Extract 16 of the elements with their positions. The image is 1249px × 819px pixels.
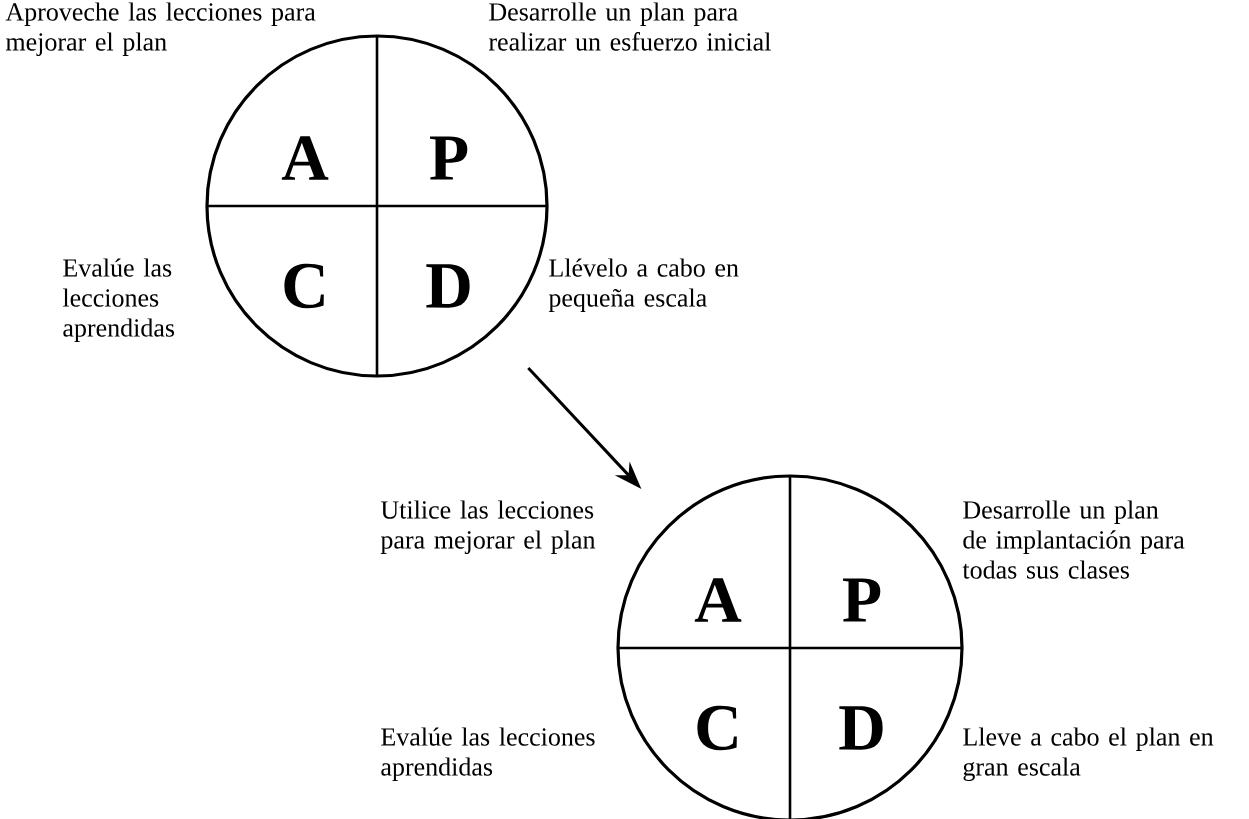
step-description: Desarrolle un plan de implantación para todas sus clases	[962, 500, 1185, 579]
step-description: Desarrolle un plan para realizar un esfuerzo inicial	[488, 2, 771, 51]
quadrant-letter: D	[426, 264, 470, 308]
step-description: Lleve a cabo el plan en gran escala	[963, 727, 1214, 782]
quadrant-letter: P	[843, 578, 881, 622]
quadrant-letter: C	[697, 705, 737, 751]
quadrant-letter: A	[694, 578, 742, 622]
step-description: Evalúe las lecciones aprendidas	[381, 727, 595, 781]
step-description: Aproveche las lecciones para mejorar el plan	[5, 2, 316, 56]
step-description: Utilice las lecciones para mejorar el plan	[380, 500, 596, 554]
quadrant-letter: A	[281, 136, 329, 180]
quadrant-letter: P	[430, 136, 468, 180]
quadrant-letter: D	[839, 706, 883, 750]
step-description: Evalúe las lecciones aprendidas	[62, 258, 175, 342]
step-description: Llévelo a cabo en pequeña escala	[548, 258, 739, 312]
quadrant-letter: C	[284, 263, 324, 309]
